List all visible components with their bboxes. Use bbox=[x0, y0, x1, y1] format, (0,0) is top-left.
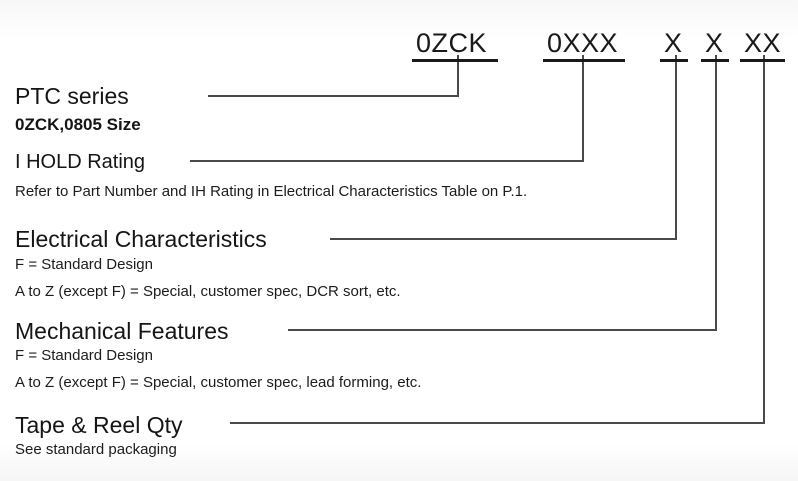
mechanical-title: Mechanical Features bbox=[15, 318, 229, 344]
code-ihold: 0XXX bbox=[547, 28, 619, 58]
code-tape-reel-underline bbox=[740, 59, 785, 62]
code-tape-reel: XX bbox=[744, 28, 782, 58]
code-electrical: X bbox=[664, 28, 683, 58]
connector-tape-reel bbox=[230, 55, 765, 424]
connector-mechanical bbox=[288, 55, 717, 331]
ihold-rating-detail: Refer to Part Number and IH Rating in El… bbox=[15, 183, 528, 200]
code-mechanical: X bbox=[705, 28, 724, 58]
ptc-series-detail: 0ZCK,0805 Size bbox=[15, 115, 141, 134]
mechanical-detail-special: A to Z (except F) = Special, customer sp… bbox=[15, 374, 422, 391]
tape-reel-title: Tape & Reel Qty bbox=[15, 412, 183, 438]
code-ihold-underline bbox=[543, 59, 625, 62]
code-mechanical-underline bbox=[701, 59, 729, 62]
code-series-underline bbox=[412, 59, 498, 62]
electrical-detail-special: A to Z (except F) = Special, customer sp… bbox=[15, 283, 401, 300]
code-series: 0ZCK bbox=[416, 28, 488, 58]
connector-electrical bbox=[330, 55, 677, 240]
electrical-detail-standard: F = Standard Design bbox=[15, 256, 153, 273]
code-electrical-underline bbox=[660, 59, 688, 62]
ihold-rating-title: I HOLD Rating bbox=[15, 151, 146, 173]
connector-ihold-rating bbox=[190, 55, 584, 162]
electrical-title: Electrical Characteristics bbox=[15, 226, 267, 252]
mechanical-detail-standard: F = Standard Design bbox=[15, 347, 153, 364]
connector-ptc-series bbox=[208, 55, 459, 97]
ptc-series-title: PTC series bbox=[15, 83, 129, 109]
tape-reel-detail: See standard packaging bbox=[15, 441, 177, 458]
